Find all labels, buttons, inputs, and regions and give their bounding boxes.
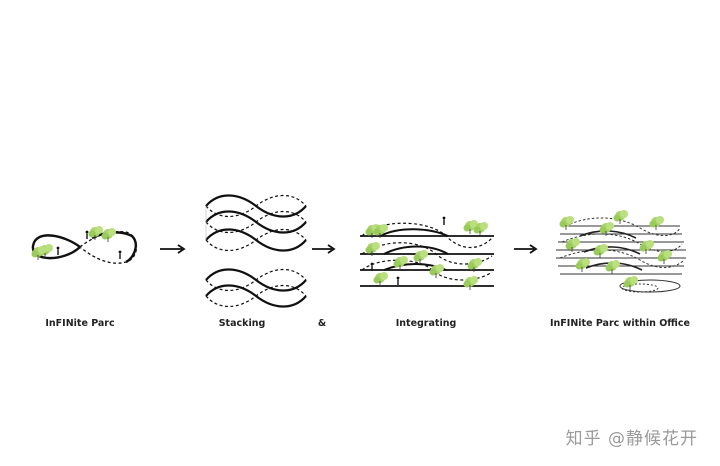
tree-icon [463, 275, 479, 291]
step-label-infinite-parc-within-office: InFINite Parc within Office [550, 318, 690, 329]
person-icon [117, 249, 123, 260]
tree-icon [613, 209, 629, 225]
arrow-right-icon [312, 244, 336, 254]
integrated-loops-icon [360, 215, 494, 291]
person-icon [395, 275, 401, 286]
tree-icon [623, 275, 639, 291]
tree-icon [575, 257, 591, 273]
tree-icon [649, 215, 665, 231]
step-label-infinite-parc: InFINite Parc [45, 318, 115, 329]
watermark: 知乎 @静候花开 [565, 429, 698, 449]
infinity-loop-icon [31, 225, 138, 264]
step-label-integrating: Integrating [395, 318, 457, 329]
tree-icon [373, 271, 389, 287]
step-label-stacking: Stacking [218, 318, 266, 329]
person-icon [55, 245, 61, 256]
tree-icon [559, 215, 575, 231]
arrow-right-icon [160, 244, 186, 254]
arrow-right-icon [514, 244, 538, 254]
office-parc-icon [556, 209, 686, 293]
stacked-loops-icon [204, 194, 308, 308]
person-icon [84, 229, 90, 240]
tree-icon [657, 249, 673, 265]
person-icon [441, 215, 447, 226]
tree-icon [101, 227, 117, 243]
tree-icon [393, 255, 409, 271]
connector-ampersand: & [317, 318, 327, 329]
tree-icon [593, 243, 609, 259]
